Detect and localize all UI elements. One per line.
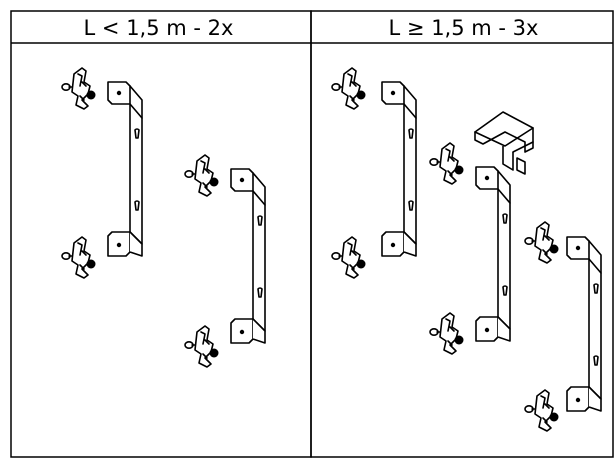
cap-clip-icon bbox=[474, 111, 534, 175]
panel-left-border bbox=[10, 10, 312, 458]
panel-left-title: L < 1,5 m - 2x bbox=[83, 16, 234, 40]
mounting-bracket-icon bbox=[475, 166, 511, 342]
mounting-bracket-icon bbox=[381, 81, 417, 257]
wall-clip-icon bbox=[524, 389, 560, 432]
wall-clip-icon bbox=[524, 221, 560, 264]
wall-clip-icon bbox=[331, 67, 367, 110]
panel-right-border bbox=[310, 10, 614, 458]
wall-clip-icon bbox=[184, 325, 220, 368]
mounting-bracket-icon bbox=[230, 168, 266, 344]
wall-clip-icon bbox=[61, 67, 97, 110]
left-panel-parts bbox=[61, 67, 266, 368]
mounting-bracket-icon bbox=[566, 236, 602, 412]
wall-clip-icon bbox=[429, 142, 465, 185]
panel-right-title: L ≥ 1,5 m - 3x bbox=[388, 16, 539, 40]
mounting-bracket-icon bbox=[107, 81, 143, 257]
wall-clip-icon bbox=[429, 312, 465, 355]
wall-clip-icon bbox=[184, 154, 220, 197]
wall-clip-icon bbox=[61, 236, 97, 279]
right-panel-parts bbox=[331, 67, 602, 432]
wall-clip-icon bbox=[331, 236, 367, 279]
